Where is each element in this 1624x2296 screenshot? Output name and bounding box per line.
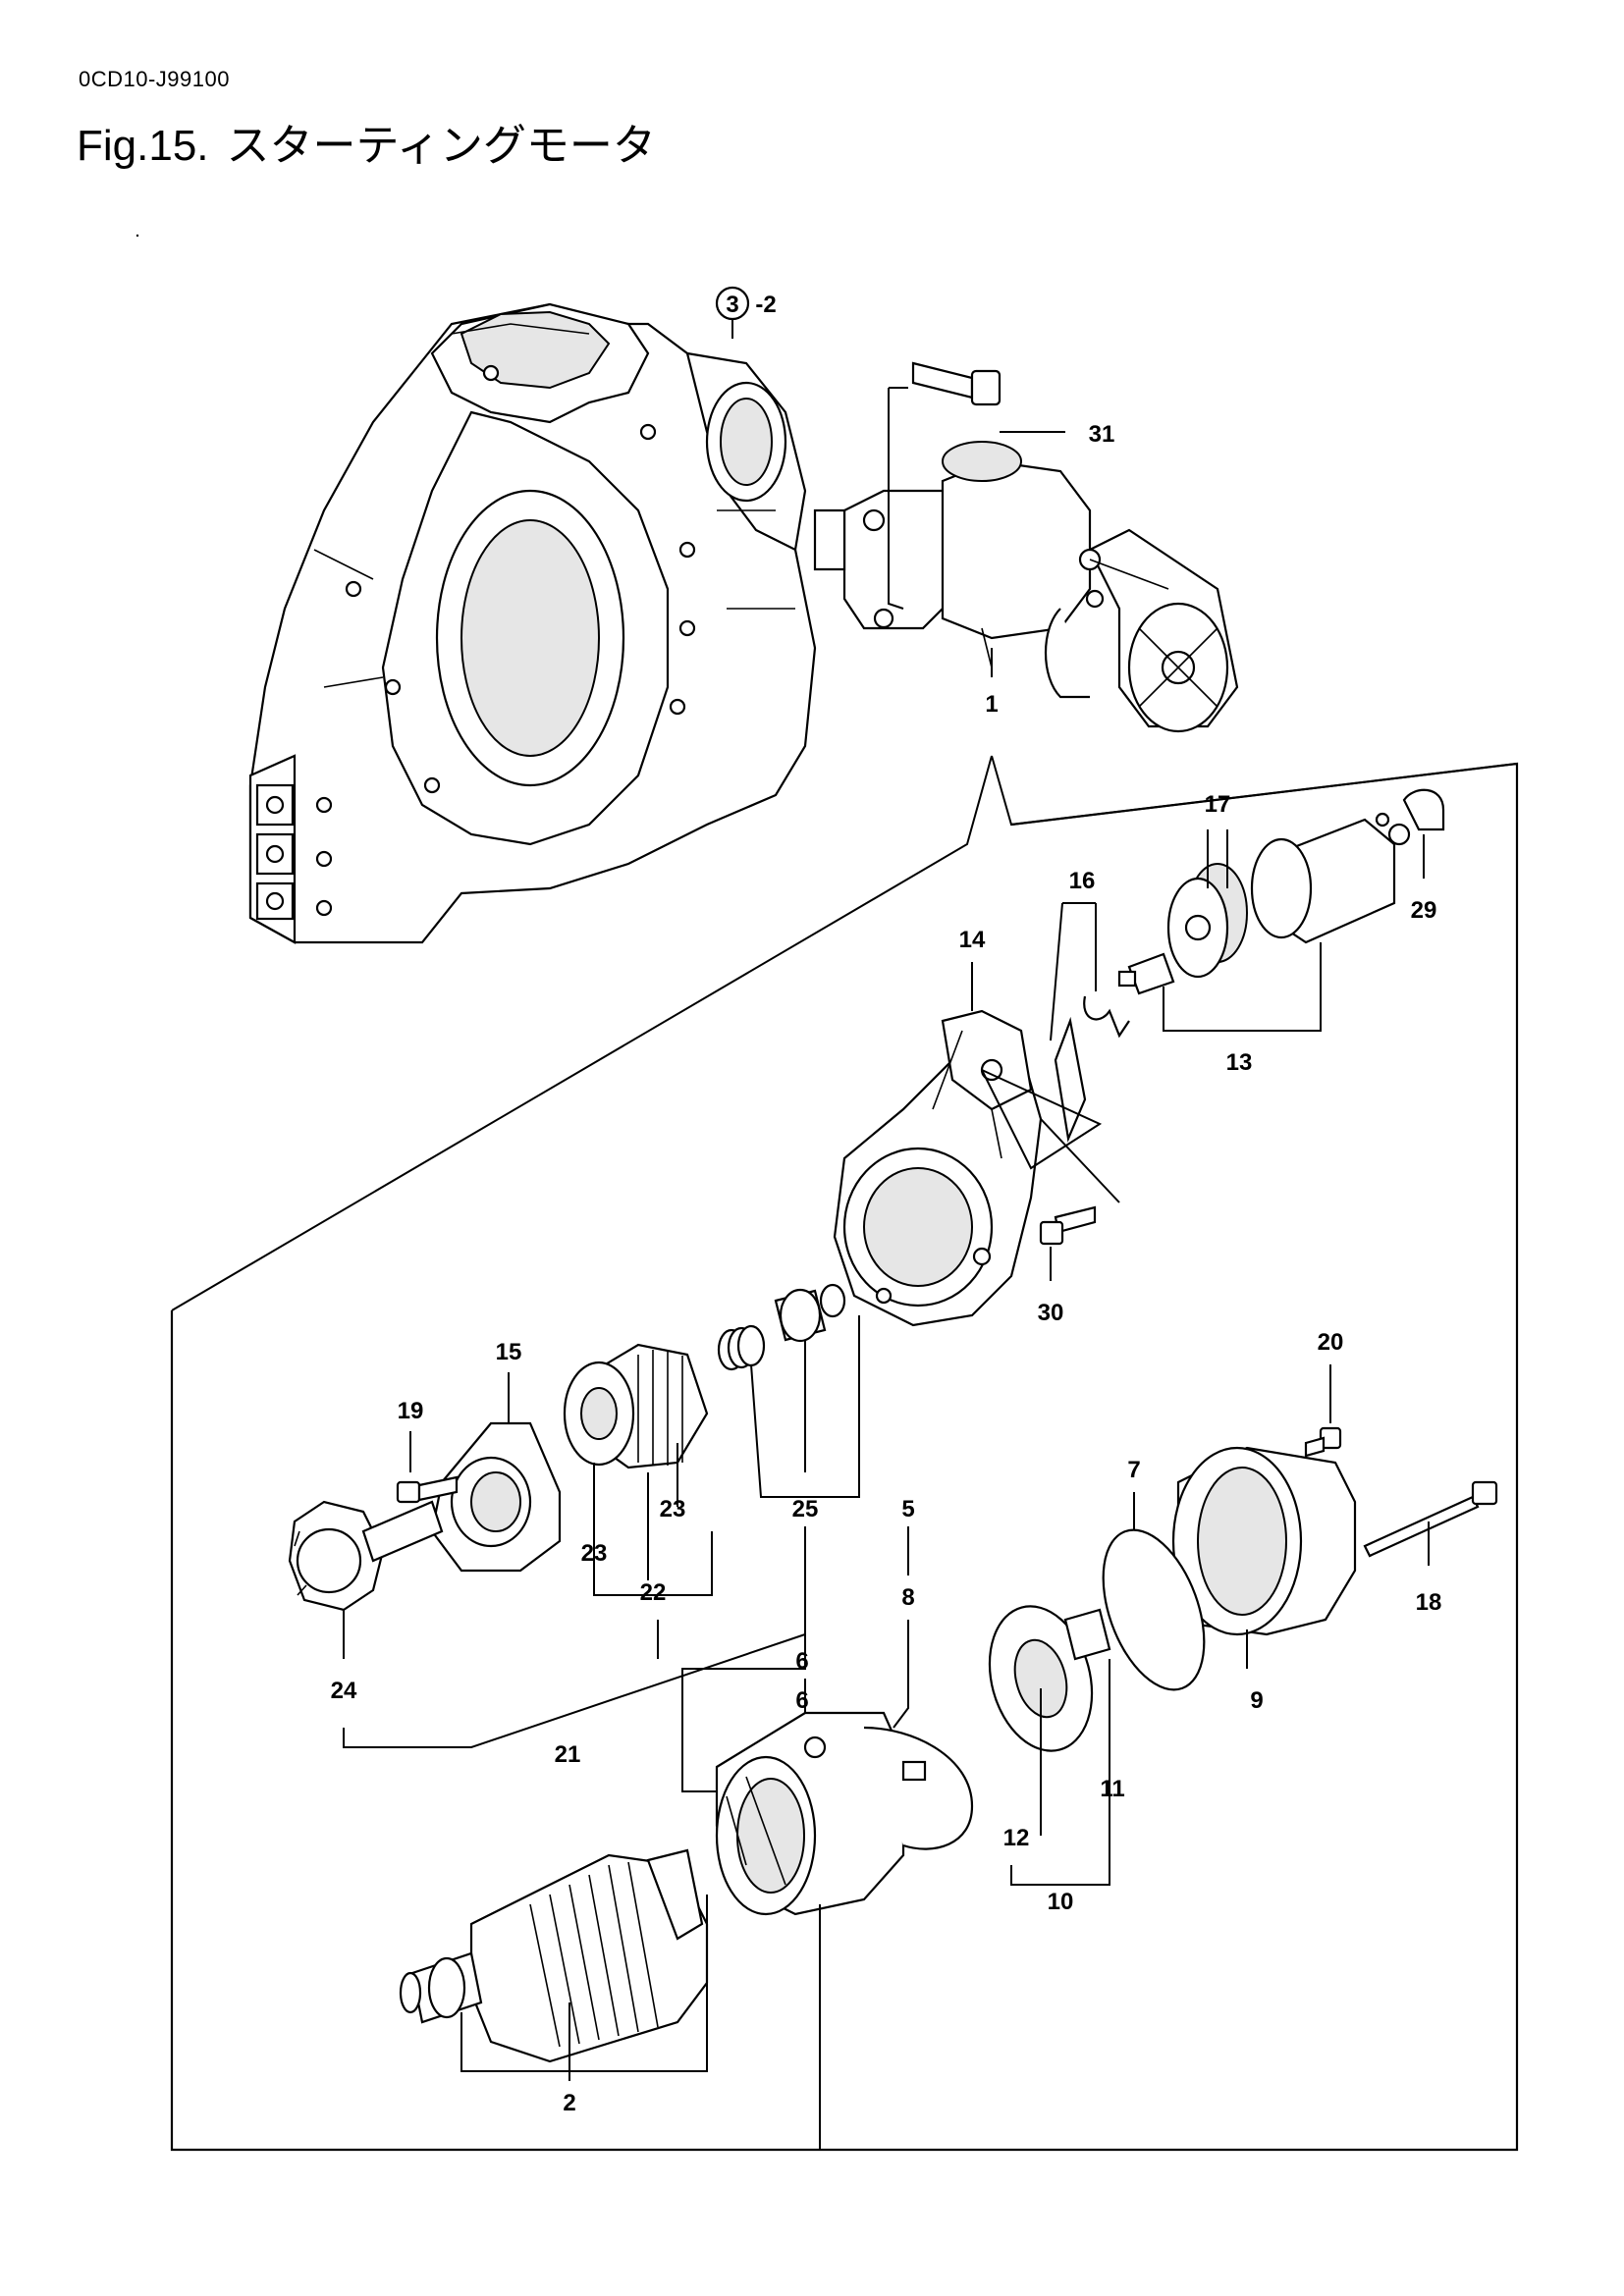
reference-suffix: -2 bbox=[755, 292, 776, 318]
callout-12: 12 bbox=[1003, 1825, 1030, 1851]
callout-9: 9 bbox=[1250, 1687, 1263, 1714]
magnetic-switch-drawing bbox=[1117, 812, 1411, 995]
callout-25: 25 bbox=[792, 1496, 819, 1522]
pinion-gear-24-drawing bbox=[288, 1500, 444, 1612]
callout-11: 11 bbox=[1100, 1776, 1124, 1802]
scan-speck bbox=[135, 234, 139, 238]
spring-collar-ring-25-drawing bbox=[717, 1283, 846, 1371]
overrunning-clutch-22-drawing bbox=[563, 1343, 709, 1469]
callout-5: 5 bbox=[901, 1496, 914, 1522]
callout-20: 20 bbox=[1318, 1329, 1344, 1356]
figure-number: Fig.15. bbox=[77, 122, 209, 170]
callout-16: 16 bbox=[1069, 868, 1096, 894]
reference-circle bbox=[715, 286, 750, 321]
callout-1: 1 bbox=[985, 691, 998, 718]
starter-motor-assembly-drawing bbox=[813, 441, 1239, 733]
callout-31: 31 bbox=[1089, 421, 1115, 448]
screw-19-drawing bbox=[396, 1475, 459, 1504]
callout-8: 8 bbox=[901, 1584, 914, 1611]
o-ring-7-drawing bbox=[1102, 1528, 1206, 1691]
reference-number: 3 bbox=[726, 292, 738, 318]
drive-housing-14-drawing bbox=[833, 1009, 1043, 1327]
rear-cover-9-drawing bbox=[1171, 1446, 1357, 1636]
callout-7: 7 bbox=[1127, 1457, 1140, 1483]
callout-6-top: 6 bbox=[795, 1648, 808, 1675]
callout-22: 22 bbox=[640, 1579, 667, 1606]
flywheel-housing-drawing bbox=[248, 302, 817, 944]
callout-18: 18 bbox=[1416, 1589, 1442, 1616]
callout-2: 2 bbox=[563, 2090, 575, 2116]
armature-2-drawing bbox=[399, 1848, 709, 2063]
callout-30: 30 bbox=[1038, 1300, 1064, 1326]
callout-10: 10 bbox=[1048, 1889, 1074, 1915]
figure-title-text: スターティングモータ bbox=[226, 122, 656, 170]
callout-21: 21 bbox=[555, 1741, 581, 1768]
callout-13: 13 bbox=[1226, 1049, 1253, 1076]
cap-29-drawing bbox=[1402, 788, 1445, 831]
callout-29: 29 bbox=[1411, 897, 1437, 924]
callout-24: 24 bbox=[331, 1678, 357, 1704]
through-bolt-18-drawing bbox=[1363, 1480, 1498, 1558]
bolt-31-drawing bbox=[911, 361, 1001, 406]
callout-23-left: 23 bbox=[581, 1540, 608, 1567]
document-code: 0CD10-J99100 bbox=[79, 67, 230, 91]
callout-19: 19 bbox=[398, 1398, 424, 1424]
callout-23-right: 23 bbox=[660, 1496, 686, 1522]
yoke-6-drawing bbox=[715, 1711, 974, 1916]
figure-title: Fig.15. スターティングモータ bbox=[77, 110, 656, 173]
callout-14: 14 bbox=[959, 927, 986, 953]
bolt-30-drawing bbox=[1039, 1205, 1097, 1246]
brush-holder-10-drawing bbox=[988, 1605, 1111, 1752]
callout-17: 17 bbox=[1205, 791, 1231, 818]
callout-15: 15 bbox=[496, 1339, 522, 1365]
screw-20-drawing bbox=[1304, 1426, 1342, 1458]
exploded-view-frame bbox=[170, 762, 1519, 2152]
callout-6: 6 bbox=[795, 1687, 808, 1714]
bearing-plate-15-drawing bbox=[430, 1421, 562, 1573]
spring-clip-16-drawing bbox=[1054, 995, 1130, 1143]
